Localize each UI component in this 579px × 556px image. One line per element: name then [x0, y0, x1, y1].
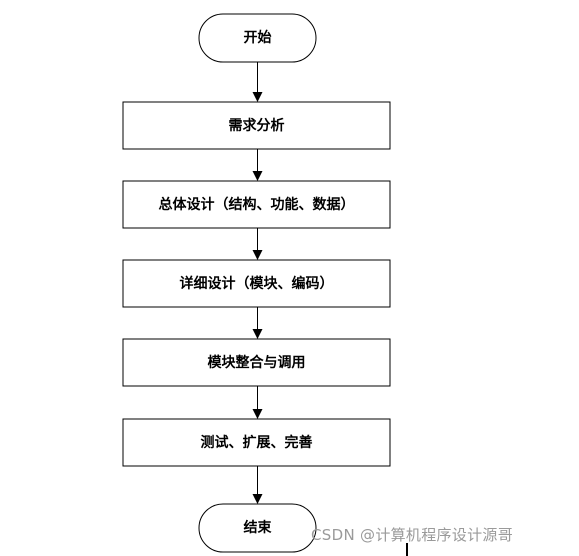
process-label-overall-design: 总体设计（结构、功能、数据）: [159, 196, 355, 213]
process-box-module-integration: [122, 338, 391, 387]
end-terminal: [198, 503, 317, 553]
end-label: 结束: [244, 519, 273, 536]
process-box-testing: [122, 418, 391, 467]
start-label: 开始: [244, 29, 272, 46]
process-box-requirements: [122, 101, 391, 150]
csdn-watermark: CSDN @计算机程序设计源哥: [311, 526, 514, 544]
process-label-testing: 测试、扩展、完善: [201, 434, 313, 451]
text-cursor-mark: [406, 543, 408, 556]
process-box-detailed-design: [122, 259, 391, 308]
process-label-detailed-design: 详细设计（模块、编码）: [180, 275, 334, 292]
process-label-module-integration: 模块整合与调用: [208, 354, 306, 371]
process-box-overall-design: [122, 180, 391, 229]
process-label-requirements: 需求分析: [229, 117, 285, 134]
